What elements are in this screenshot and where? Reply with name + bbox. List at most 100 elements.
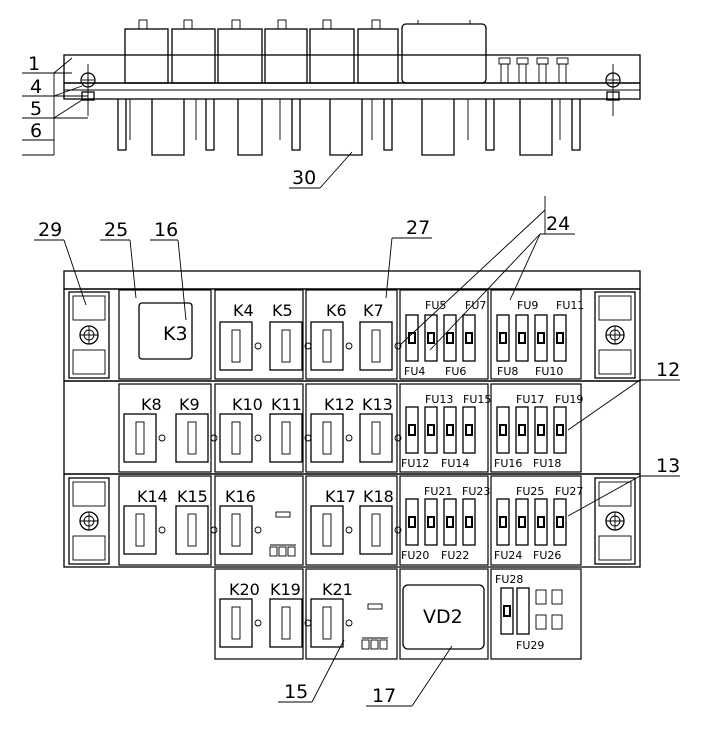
relay-socket-k20 <box>219 598 262 648</box>
fuse-socket-fu28 <box>500 587 514 635</box>
fuse-socket-8 <box>553 314 567 362</box>
relay-label-k11: K11 <box>271 395 302 414</box>
fuse-label-fu18: FU18 <box>533 457 561 470</box>
relay-socket-k9 <box>175 413 218 463</box>
fuse-label-fu7: FU7 <box>465 299 486 312</box>
spare-fuse-slots <box>535 589 563 630</box>
callout-25: 25 <box>104 219 128 241</box>
relay-label-k4: K4 <box>233 301 254 320</box>
fuse-label-fu6: FU6 <box>445 365 466 378</box>
side-view-flange <box>63 82 641 100</box>
fuse-label-fu4: FU4 <box>404 365 425 378</box>
fuse-label-fu15: FU15 <box>463 393 491 406</box>
relay-label-k6: K6 <box>326 301 347 320</box>
relay-socket-k16 <box>219 505 262 555</box>
right-mount-upper <box>594 291 636 379</box>
fuse-socket-9 <box>405 406 419 454</box>
diode-label-vd2: VD2 <box>423 606 463 628</box>
relay-socket-k10 <box>219 413 262 463</box>
relay-socket-k4 <box>219 321 262 371</box>
relay-socket-k21 <box>310 598 353 648</box>
fuse-socket-6 <box>515 314 529 362</box>
relay-socket-k6 <box>310 321 353 371</box>
callout-16: 16 <box>154 219 178 241</box>
relay-label-k10: K10 <box>232 395 263 414</box>
fuse-socket-5 <box>496 314 510 362</box>
callout-5: 5 <box>30 98 42 120</box>
fuse-socket-13 <box>496 406 510 454</box>
relay-label-k17: K17 <box>325 487 356 506</box>
plan-view <box>63 270 641 660</box>
fuse-socket-14 <box>515 406 529 454</box>
left-mount-lower <box>68 477 110 565</box>
relay-label-k21: K21 <box>322 580 353 599</box>
callout-12: 12 <box>656 359 680 381</box>
top-rail <box>63 270 641 290</box>
fuse-label-fu14: FU14 <box>441 457 469 470</box>
fuse-label-fu13: FU13 <box>425 393 453 406</box>
fuse-label-fu19: FU19 <box>555 393 583 406</box>
fuse-socket-18 <box>424 498 438 546</box>
side-view-body <box>63 54 641 84</box>
relay-socket-k12 <box>310 413 353 463</box>
fuse-label-fu24: FU24 <box>494 549 522 562</box>
fuse-label-fu25: FU25 <box>516 485 544 498</box>
relay-label-k9: K9 <box>179 395 200 414</box>
small-connector-k21 <box>361 603 388 650</box>
fuse-socket-24 <box>553 498 567 546</box>
left-mount-upper <box>68 291 110 379</box>
lower-frame <box>63 473 641 568</box>
relay-label-k16: K16 <box>225 487 256 506</box>
fuse-socket-2 <box>424 314 438 362</box>
fuse-label-fu21: FU21 <box>424 485 452 498</box>
fuse-label-fu28: FU28 <box>495 573 523 586</box>
fuse-label-fu29: FU29 <box>516 639 544 652</box>
callout-17: 17 <box>372 685 396 707</box>
fuse-label-fu22: FU22 <box>441 549 469 562</box>
relay-label-k15: K15 <box>177 487 208 506</box>
relay-socket-k7 <box>359 321 402 371</box>
relay-socket-k18 <box>359 505 402 555</box>
relay-labels: K3 K4 K5 K6 K7 K8 K9 K10 K11 K12 K13 K14… <box>137 301 463 628</box>
relay-socket-k11 <box>269 413 312 463</box>
callout-30: 30 <box>292 167 316 189</box>
small-connector-k16 <box>269 511 296 557</box>
fuse-label-fu16: FU16 <box>494 457 522 470</box>
callout-13: 13 <box>656 455 680 477</box>
fuse-socket-19 <box>443 498 457 546</box>
callout-1: 1 <box>28 53 40 75</box>
relay-label-k18: K18 <box>363 487 394 506</box>
fuse-socket-3 <box>443 314 457 362</box>
fuse-socket-1 <box>405 314 419 362</box>
fuse-socket-21 <box>496 498 510 546</box>
relay-label-k19: K19 <box>270 580 301 599</box>
callout-6: 6 <box>30 120 42 142</box>
fuse-socket-23 <box>534 498 548 546</box>
relay-socket-k15 <box>175 505 218 555</box>
relay-label-k13: K13 <box>362 395 393 414</box>
fuse-socket-12 <box>462 406 476 454</box>
relay-socket-k13 <box>359 413 402 463</box>
relay-label-k5: K5 <box>272 301 293 320</box>
fuse-label-fu11: FU11 <box>556 299 584 312</box>
fuse-socket-7 <box>534 314 548 362</box>
callout-27: 27 <box>406 217 430 239</box>
relay-label-k8: K8 <box>141 395 162 414</box>
callout-labels: 1 4 5 6 30 29 25 16 27 24 12 13 15 17 <box>28 53 680 707</box>
fuse-socket-15 <box>534 406 548 454</box>
module-grid <box>118 289 582 660</box>
fuse-socket-4 <box>462 314 476 362</box>
relay-k3-body <box>138 302 193 360</box>
fuse-label-fu12: FU12 <box>401 457 429 470</box>
fuse-label-fu10: FU10 <box>535 365 563 378</box>
fuse-labels: FU5 FU7 FU4 FU6 FU9 FU11 FU8 FU10 FU13 F… <box>401 299 584 652</box>
fuse-socket-20 <box>462 498 476 546</box>
fuse-label-fu26: FU26 <box>533 549 561 562</box>
relay-label-k7: K7 <box>363 301 384 320</box>
fuse-label-fu8: FU8 <box>497 365 518 378</box>
relay-socket-k8 <box>123 413 166 463</box>
relay-label-k14: K14 <box>137 487 168 506</box>
fuse-socket-22 <box>515 498 529 546</box>
fuse-label-fu5: FU5 <box>425 299 446 312</box>
fuse-socket-10 <box>424 406 438 454</box>
